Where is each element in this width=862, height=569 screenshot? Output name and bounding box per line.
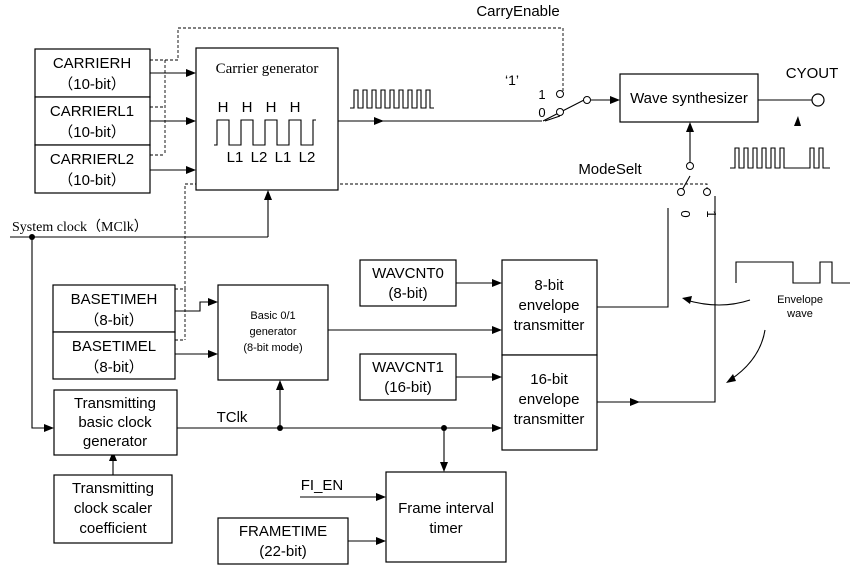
cyout-label: CYOUT bbox=[786, 65, 839, 82]
frame-timer-block: Frame interval timer bbox=[385, 471, 507, 563]
basic-generator-line1: Basic 0/1 bbox=[250, 310, 295, 322]
carrierh-width: （10-bit） bbox=[58, 76, 126, 93]
basic-generator-block: Basic 0/1 generator (8-bit mode) bbox=[217, 284, 329, 381]
envelope8-line3: transmitter bbox=[514, 317, 585, 334]
switch-input-1-label: 1 bbox=[538, 87, 545, 102]
carrier-internal-waveform bbox=[214, 119, 316, 146]
carrierh-name: CARRIERH bbox=[53, 55, 131, 72]
cyout-terminal bbox=[811, 93, 825, 107]
frametime-width: (22-bit) bbox=[259, 543, 307, 560]
basetimeh-width: （8-bit） bbox=[84, 312, 143, 329]
cyout-waveform bbox=[730, 147, 830, 169]
tx-scaler-line2: clock scaler bbox=[74, 500, 152, 517]
wavcnt0-name: WAVCNT0 bbox=[372, 265, 444, 282]
basetimel-width: （8-bit） bbox=[84, 359, 143, 376]
wavcnt1-register: WAVCNT1 (16-bit) bbox=[359, 353, 457, 401]
carrier-low-label-4: L2 bbox=[299, 149, 316, 166]
mode-select-label: ModeSelt bbox=[578, 161, 642, 178]
junction-dots bbox=[29, 234, 447, 431]
frame-timer-line2: timer bbox=[429, 520, 462, 537]
tx-basic-clock-line3: generator bbox=[83, 433, 147, 450]
tx-basic-clock-block: Transmitting basic clock generator bbox=[53, 389, 178, 456]
tclk-label: TClk bbox=[217, 409, 248, 426]
carrier-generator-block: Carrier generator H H H H L1 L2 L1 L2 bbox=[195, 47, 339, 191]
basic-generator-line3: (8-bit mode) bbox=[243, 342, 302, 354]
carrier-high-label-4: H bbox=[290, 99, 301, 116]
tx-scaler-block: Transmitting clock scaler coefficient bbox=[53, 474, 173, 544]
envelope16-line3: transmitter bbox=[514, 411, 585, 428]
wavcnt1-width: (16-bit) bbox=[384, 379, 432, 396]
carrier-low-label-2: L2 bbox=[251, 149, 268, 166]
fi-en-label: FI_EN bbox=[301, 477, 344, 494]
frame-timer-line1: Frame interval bbox=[398, 500, 494, 517]
wavcnt0-register: WAVCNT0 (8-bit) bbox=[359, 259, 457, 307]
mode-switch bbox=[677, 162, 711, 196]
basetimel-register: BASETIMEL （8-bit） bbox=[52, 331, 176, 380]
carrier-low-label-3: L1 bbox=[275, 149, 292, 166]
envelope-wave-label-line2: wave bbox=[786, 308, 813, 320]
carry-switch bbox=[544, 90, 591, 122]
envelope-wave-label-line1: Envelope bbox=[777, 294, 823, 306]
carrier-low-label-1: L1 bbox=[227, 149, 244, 166]
arrowheads bbox=[44, 69, 801, 545]
carrier-generator-title: Carrier generator bbox=[216, 61, 319, 77]
carrierl2-name: CARRIERL2 bbox=[50, 151, 134, 168]
wave-synthesizer-label: Wave synthesizer bbox=[630, 90, 748, 107]
basic-generator-line2: generator bbox=[249, 326, 296, 338]
envelope16-line1: 16-bit bbox=[530, 371, 568, 388]
carrierl1-width: （10-bit） bbox=[58, 124, 126, 141]
frametime-register: FRAMETIME (22-bit) bbox=[217, 517, 349, 565]
switch-input-0-label: 0 bbox=[538, 105, 545, 120]
envelope-waveform bbox=[735, 261, 850, 284]
system-clock-label: System clock（MClk） bbox=[12, 219, 148, 235]
wavcnt1-name: WAVCNT1 bbox=[372, 359, 444, 376]
switch-const-label: ‘1’ bbox=[505, 72, 519, 88]
envelope8-line1: 8-bit bbox=[534, 277, 564, 294]
carrierl2-width: （10-bit） bbox=[58, 172, 126, 189]
carrierl2-register: CARRIERL2 （10-bit） bbox=[34, 144, 151, 194]
carrierh-register: CARRIERH （10-bit） bbox=[34, 48, 151, 98]
basetimeh-register: BASETIMEH （8-bit） bbox=[52, 284, 176, 333]
tx-basic-clock-line1: Transmitting bbox=[74, 395, 156, 412]
tx-scaler-line3: coefficient bbox=[79, 520, 147, 537]
tx-scaler-line1: Transmitting bbox=[72, 480, 154, 497]
envelope16-block: 16-bit envelope transmitter bbox=[501, 354, 598, 451]
wave-synthesizer-block: Wave synthesizer bbox=[619, 73, 759, 123]
envelope8-line2: envelope bbox=[519, 297, 580, 314]
carrier-high-label-3: H bbox=[266, 99, 277, 116]
wavcnt0-width: (8-bit) bbox=[388, 285, 427, 302]
envelope-curve-arrow-2 bbox=[729, 329, 766, 381]
carrierl1-name: CARRIERL1 bbox=[50, 103, 134, 120]
carrierl1-register: CARRIERL1 （10-bit） bbox=[34, 96, 151, 146]
envelope-curve-arrow-1 bbox=[685, 299, 751, 306]
carrier-output-waveform bbox=[350, 89, 434, 109]
tx-basic-clock-line2: basic clock bbox=[78, 414, 152, 431]
carry-enable-label: CarryEnable bbox=[476, 3, 559, 20]
frametime-name: FRAMETIME bbox=[239, 523, 327, 540]
basetimel-name: BASETIMEL bbox=[72, 338, 156, 355]
carry-enable-dashed-line bbox=[150, 27, 564, 156]
carrier-high-label-1: H bbox=[218, 99, 229, 116]
mode-switch-1-label: 1 bbox=[704, 210, 719, 217]
carrier-high-label-2: H bbox=[242, 99, 253, 116]
mode-switch-0-label: 0 bbox=[678, 210, 693, 217]
envelope8-block: 8-bit envelope transmitter bbox=[501, 259, 598, 356]
envelope16-line2: envelope bbox=[519, 391, 580, 408]
basetimeh-name: BASETIMEH bbox=[71, 291, 158, 308]
